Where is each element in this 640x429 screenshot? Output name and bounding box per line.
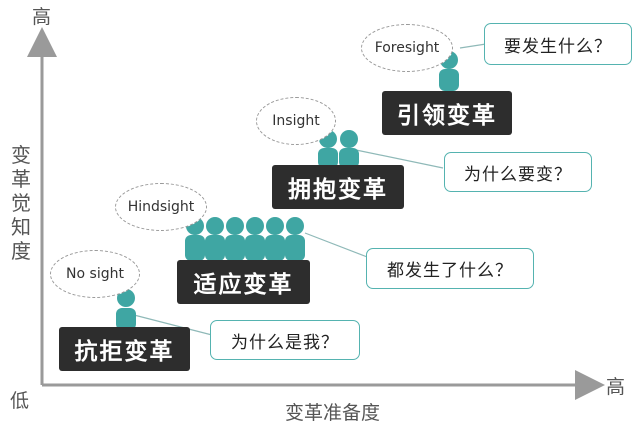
pointer-stage-2 xyxy=(304,232,376,261)
stage-box-4: 引领变革 xyxy=(382,91,512,135)
person-figure xyxy=(205,217,225,261)
question-bubble-stage-4: 要发生什么？ xyxy=(484,23,632,65)
pointer-stage-1 xyxy=(133,314,213,336)
y-axis-high-label: 高 xyxy=(32,6,52,28)
stage-box-1: 抗拒变革 xyxy=(59,327,190,371)
person-figure xyxy=(225,217,245,261)
y-axis-title: 变革觉知度 xyxy=(11,143,31,263)
person-figure xyxy=(265,217,285,261)
stage-box-3: 拥抱变革 xyxy=(272,165,404,209)
sight-ellipse-stage-4: Foresight xyxy=(361,24,453,72)
figure-group-stage-1 xyxy=(116,289,136,330)
x-axis-title: 变革准备度 xyxy=(285,402,381,424)
figure-group-stage-2 xyxy=(185,217,305,261)
person-figure xyxy=(339,130,359,168)
origin-low-label: 低 xyxy=(10,390,30,412)
question-bubble-stage-3: 为什么要变？ xyxy=(444,152,592,192)
person-figure xyxy=(285,217,305,261)
stage-box-2: 适应变革 xyxy=(177,260,310,304)
sight-ellipse-stage-3: Insight xyxy=(256,97,336,145)
pointer-stage-3 xyxy=(355,149,444,169)
sight-ellipse-stage-2: Hindsight xyxy=(115,183,207,231)
person-figure xyxy=(245,217,265,261)
sight-ellipse-stage-1: No sight xyxy=(50,250,140,298)
x-axis-high-label: 高 xyxy=(606,376,626,398)
question-bubble-stage-1: 为什么是我？ xyxy=(210,320,360,360)
callout-pointers xyxy=(133,43,487,336)
question-bubble-stage-2: 都发生了什么？ xyxy=(366,248,534,289)
pointer-stage-4 xyxy=(459,43,487,49)
person-figure xyxy=(116,289,136,330)
figure-group-stage-3 xyxy=(318,130,359,168)
